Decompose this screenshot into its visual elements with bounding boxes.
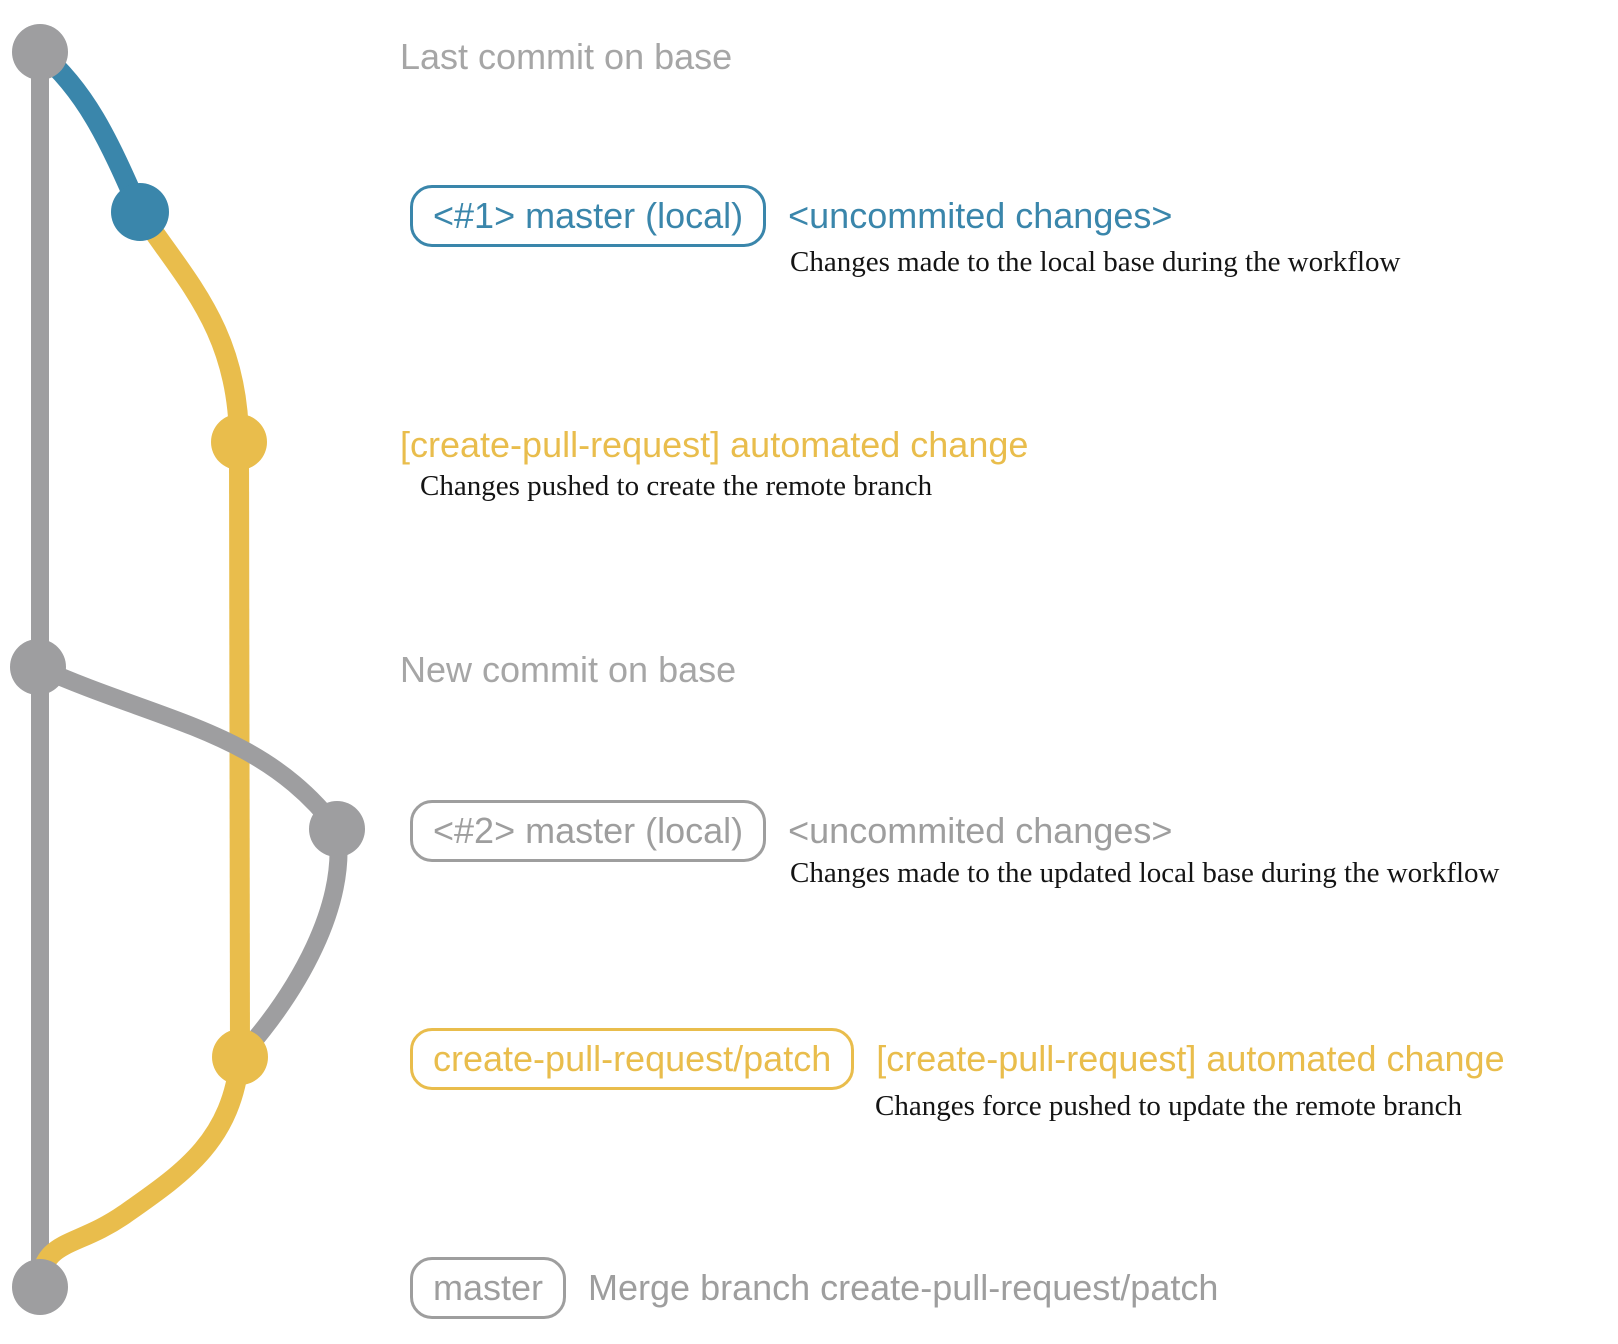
row-local-change-1: <#1> master (local) <uncommited changes> [410,185,1172,247]
patch-merge-edge [30,1055,250,1288]
commit-local-change-1 [111,183,169,241]
base-to-local-change-2-edge [34,658,345,835]
uncommited-changes-1-label: <uncommited changes> [788,195,1173,236]
badge-create-pull-request-patch: create-pull-request/patch [410,1028,855,1090]
commit-last-on-base [12,24,68,80]
badge-master: master [410,1257,567,1319]
row-local-change-2: <#2> master (local) <uncommited changes> [410,800,1172,862]
commit-patch-create [211,414,267,470]
new-commit-on-base-label: New commit on base [400,649,737,690]
caption-patch-create: Changes pushed to create the remote bran… [420,470,933,502]
local-change-2-to-patch-edge [233,827,348,1063]
commit-merge-master [12,1259,68,1315]
uncommited-changes-2-label: <uncommited changes> [788,810,1173,851]
commit-patch-force-push [212,1029,268,1085]
caption-patch-force-push: Changes force pushed to update the remot… [875,1090,1463,1122]
automated-change-2-label: [create-pull-request] automated change [876,1038,1505,1079]
commit-new-on-base [10,639,66,695]
badge-master-local-2: <#2> master (local) [410,800,767,862]
caption-local-change-2: Changes made to the updated local base d… [790,857,1500,889]
patch-branch-out-edge [131,206,249,443]
last-commit-on-base-label: Last commit on base [400,36,733,77]
commit-local-change-2 [309,801,365,857]
badge-master-local-1: <#1> master (local) [410,185,767,247]
merge-branch-label: Merge branch create-pull-request/patch [588,1267,1219,1308]
row-merge-master: master Merge branch create-pull-request/… [410,1257,1218,1319]
caption-local-change-1: Changes made to the local base during th… [790,246,1401,278]
automated-change-1-label: [create-pull-request] automated change [400,424,1029,465]
row-patch-force-push: create-pull-request/patch [create-pull-r… [410,1028,1505,1090]
